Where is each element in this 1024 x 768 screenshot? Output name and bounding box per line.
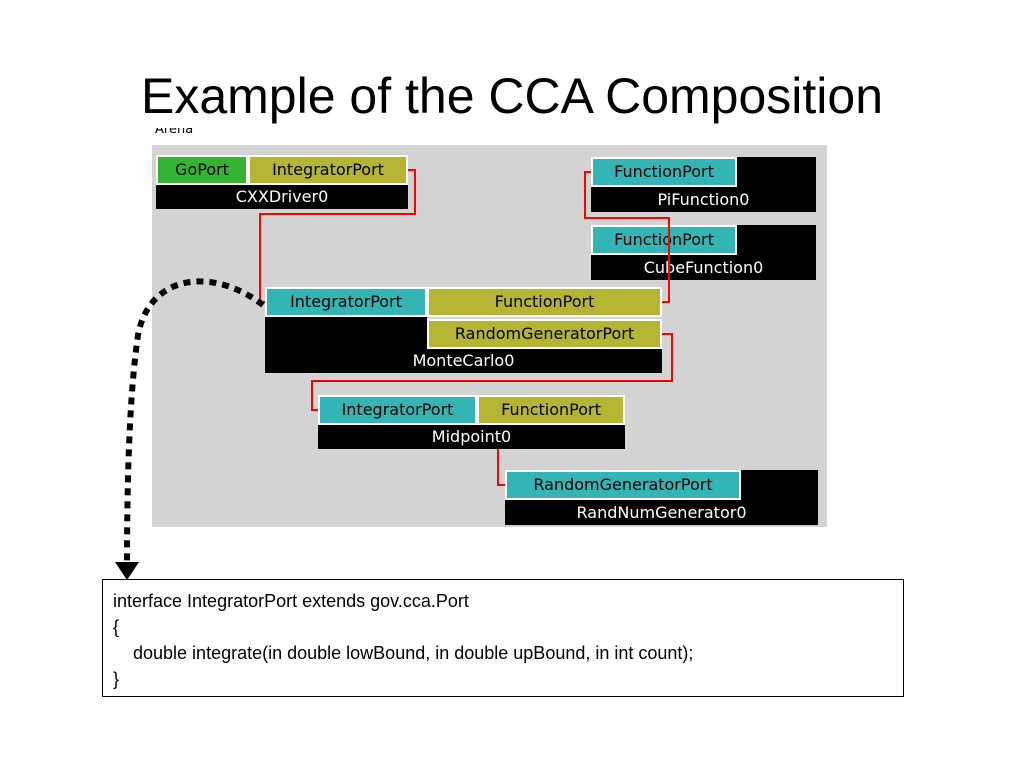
component-name[interactable]: Midpoint0 xyxy=(318,425,625,449)
code-line: double integrate(in double lowBound, in … xyxy=(113,643,694,663)
wire-midpoint-to-randnumgenerator xyxy=(497,449,505,486)
code-line: interface IntegratorPort extends gov.cca… xyxy=(113,591,469,611)
component-body xyxy=(741,470,818,500)
component-name[interactable]: MonteCarlo0 xyxy=(265,349,662,373)
port-integratorport-provides[interactable]: IntegratorPort xyxy=(265,287,427,317)
port-integratorport-uses[interactable]: IntegratorPort xyxy=(248,155,408,185)
port-integratorport-provides[interactable]: IntegratorPort xyxy=(318,395,477,425)
code-snippet-box: interface IntegratorPort extends gov.cca… xyxy=(102,579,904,697)
canvas-label-clip: Arena xyxy=(150,128,260,144)
port-functionport-provides[interactable]: FunctionPort xyxy=(591,225,737,255)
component-body xyxy=(737,157,816,187)
arrowhead-icon xyxy=(115,562,139,580)
port-functionport-uses[interactable]: FunctionPort xyxy=(427,287,662,317)
port-functionport-provides[interactable]: FunctionPort xyxy=(591,157,737,187)
code-line: } xyxy=(113,669,120,689)
slide-title: Example of the CCA Composition xyxy=(140,68,884,124)
code-line: { xyxy=(113,617,120,637)
wire-montecarlo-to-pifunction xyxy=(584,171,670,303)
canvas-label: Arena xyxy=(155,128,194,137)
port-randomgeneratorport-uses[interactable]: RandomGeneratorPort xyxy=(427,319,662,349)
component-name[interactable]: PiFunction0 xyxy=(591,187,816,212)
component-body xyxy=(265,317,427,349)
port-randomgeneratorport-provides[interactable]: RandomGeneratorPort xyxy=(505,470,741,500)
component-name[interactable]: CXXDriver0 xyxy=(156,185,408,209)
wire-cxxdriver-to-montecarlo xyxy=(259,169,416,303)
component-name[interactable]: CubeFunction0 xyxy=(591,255,816,280)
dotted-arrow-path xyxy=(124,278,265,567)
component-name[interactable]: RandNumGenerator0 xyxy=(505,500,818,525)
wire-montecarlo-to-midpoint xyxy=(311,333,673,411)
port-goport[interactable]: GoPort xyxy=(156,155,248,185)
port-functionport-uses[interactable]: FunctionPort xyxy=(477,395,625,425)
component-body xyxy=(737,225,816,255)
